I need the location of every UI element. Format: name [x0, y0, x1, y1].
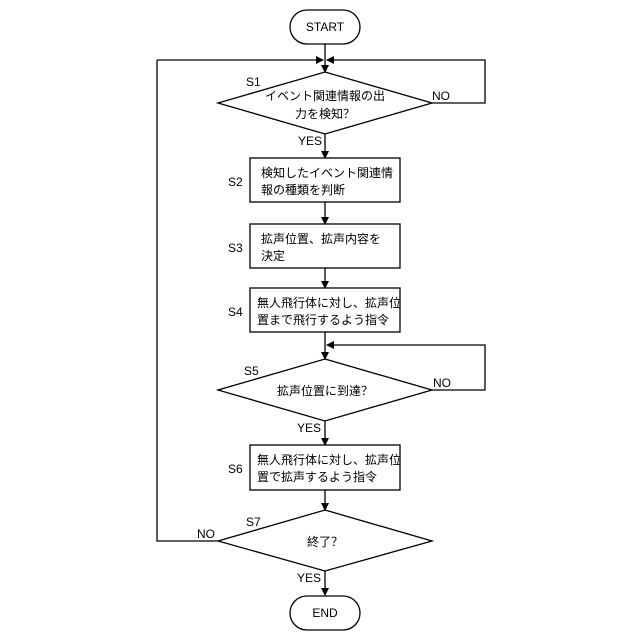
start-label: START	[306, 20, 345, 34]
step-s5-id: S5	[244, 364, 259, 378]
edge-label-s1-yes: YES	[298, 134, 322, 148]
step-s7-text-line1: 終了？	[307, 534, 343, 549]
edge-label-s5-yes: YES	[297, 421, 321, 435]
end-terminal: END	[290, 596, 360, 630]
step-s1-id: S1	[246, 75, 261, 89]
step-s3-id: S3	[228, 241, 243, 255]
step-s2-text-line2: 報の種類を判断	[261, 182, 345, 197]
step-s7-decision: 終了？ S7	[218, 510, 432, 571]
step-s4-process: 無人飛行体に対し、拡声位 置まで飛行するよう指令 S4	[228, 288, 401, 332]
step-s6-text-line2: 置で拡声するよう指令	[257, 469, 377, 484]
step-s1-text-line1: イベント関連情報の出	[265, 89, 385, 103]
step-s4-text-line1: 無人飛行体に対し、拡声位	[257, 295, 401, 310]
step-s5-decision: 拡声位置に到達？ S5	[218, 359, 432, 421]
edge-label-s1-no: NO	[432, 89, 450, 103]
edge-label-s5-no: NO	[433, 376, 451, 390]
step-s2-text-line1: 検知したイベント関連情	[261, 166, 393, 180]
end-label: END	[312, 606, 338, 620]
step-s1-text-line2: 力を検知？	[295, 107, 355, 121]
step-s5-text-line1: 拡声位置に到達？	[277, 383, 373, 398]
step-s6-process: 無人飛行体に対し、拡声位 置で拡声するよう指令 S6	[228, 445, 401, 490]
step-s7-id: S7	[246, 515, 261, 529]
step-s4-id: S4	[228, 305, 243, 319]
step-s3-process: 拡声位置、拡声内容を 決定 S3	[228, 224, 400, 268]
step-s6-text-line1: 無人飛行体に対し、拡声位	[257, 452, 401, 467]
edge-s7-no-loop	[157, 60, 218, 541]
step-s2-process: 検知したイベント関連情 報の種類を判断 S2	[228, 158, 400, 202]
edge-label-s7-yes: YES	[297, 571, 321, 585]
start-terminal: START	[290, 10, 360, 44]
step-s1-decision: イベント関連情報の出 力を検知？ S1	[218, 72, 432, 134]
step-s4-text-line2: 置まで飛行するよう指令	[257, 312, 389, 327]
step-s3-text-line2: 決定	[261, 248, 285, 263]
step-s3-text-line1: 拡声位置、拡声内容を	[261, 231, 381, 246]
step-s6-id: S6	[228, 462, 243, 476]
edge-label-s7-no: NO	[197, 527, 215, 541]
step-s2-id: S2	[228, 175, 243, 189]
